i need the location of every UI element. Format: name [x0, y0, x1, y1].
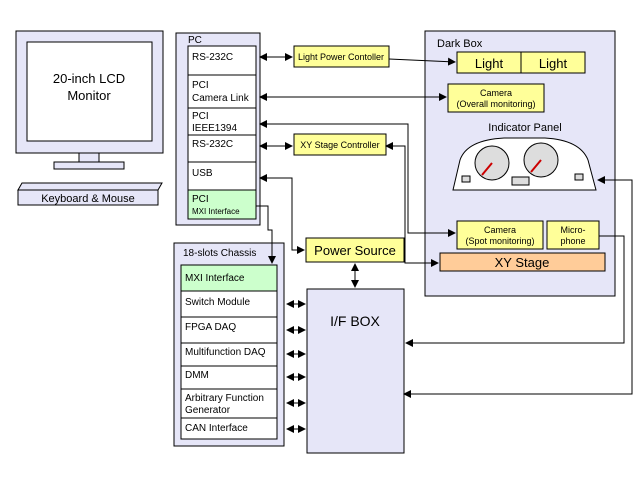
pc-title: PC: [188, 35, 202, 46]
connector-microphone-ifbox: [405, 235, 625, 347]
light-power-controller-label: Light Power Contoller: [298, 52, 384, 62]
monitor-base: [53, 161, 125, 170]
light-power-controller-box: [293, 45, 390, 68]
camera-overall-line1: Camera: [480, 88, 512, 98]
monitor-neck: [78, 152, 100, 163]
keyboard-shape: [17, 182, 163, 191]
dark-box: Dark Box Light Light Camera (Overall mon…: [424, 30, 616, 297]
microphone-line2: phone: [560, 236, 585, 246]
keyboard-mouse: Keyboard & Mouse: [17, 182, 163, 206]
gauge-left-needle: [481, 162, 493, 176]
keyboard-body: [17, 189, 159, 206]
camera-overall-box: [447, 83, 545, 113]
monitor-label-line1: 20-inch LCD: [53, 71, 125, 86]
chassis-module-label: Generator: [185, 405, 231, 416]
light-2: [520, 51, 586, 74]
pc-port-label: RS-232C: [192, 52, 233, 63]
light-label: Light: [475, 56, 504, 71]
chassis-module-label: FPGA DAQ: [185, 322, 236, 333]
chassis-module-switch: [180, 290, 278, 318]
pc-box: PC RS-232C PCI Camera Link PCI IEEE1394 …: [175, 32, 261, 226]
indicator-panel-label: Indicator Panel: [488, 122, 561, 134]
connector-pc-mxi-chassis: [256, 205, 276, 264]
power-source-label: Power Source: [314, 243, 396, 258]
pc-port-label: PCI: [192, 111, 209, 122]
gauge-right-needle: [530, 159, 542, 173]
pc-port-label: PCI: [192, 80, 209, 91]
chassis-module-label: MXI Interface: [185, 273, 245, 284]
pc-port-label: MXI Interface: [192, 207, 240, 216]
if-box-label: I/F BOX: [330, 313, 380, 329]
indicator-panel: [452, 137, 597, 191]
chassis-module-label: Switch Module: [185, 297, 250, 308]
chassis-module-label: DMM: [185, 370, 209, 381]
pc-port-label: USB: [192, 168, 213, 179]
chassis-module-label: Multifunction DAQ: [185, 347, 266, 358]
pc-port-mxi: [187, 189, 257, 220]
if-box: [306, 288, 405, 454]
pc-port-label: Camera Link: [192, 93, 250, 104]
pc-port-label: IEEE1394: [192, 123, 237, 134]
camera-spot-line1: Camera: [484, 225, 516, 235]
dark-box-title: Dark Box: [437, 38, 483, 50]
indicator-display: [511, 176, 530, 186]
camera-spot-line2: (Spot monitoring): [465, 236, 534, 246]
chassis-module-can: [180, 417, 278, 440]
connections: [256, 53, 633, 433]
lcd-monitor: 20-inch LCD Monitor: [15, 30, 164, 170]
connector-light-controller-lights: [388, 57, 456, 66]
monitor-label-line2: Monitor: [67, 88, 111, 103]
light-label: Light: [539, 56, 568, 71]
pc-port-rs232c-2: [187, 134, 257, 163]
pc-port-label: PCI: [192, 194, 209, 205]
indicator-small-light-left: [461, 175, 471, 183]
connector-ifbox-indicator-panel: [403, 176, 633, 398]
xy-stage-label: XY Stage: [495, 255, 550, 270]
connector-usb-power-source: [259, 174, 305, 254]
monitor-screen: [26, 41, 153, 142]
chassis: 18-slots Chassis MXI Interface Switch Mo…: [173, 242, 285, 447]
pc-port-usb: [187, 161, 257, 191]
keyboard-label: Keyboard & Mouse: [41, 193, 135, 205]
chassis-module-label: CAN Interface: [185, 423, 248, 434]
chassis-title: 18-slots Chassis: [183, 248, 256, 259]
xy-stage-controller-label: XY Stage Controller: [300, 140, 379, 150]
chassis-module-label: Arbitrary Function: [185, 393, 264, 404]
chassis-module-arb-function-generator: [180, 388, 278, 419]
microphone-line1: Micro-: [561, 225, 586, 235]
pc-port-label: RS-232C: [192, 139, 233, 150]
indicator-small-light-right: [574, 173, 584, 181]
camera-overall-line2: (Overall monitoring): [456, 99, 535, 109]
